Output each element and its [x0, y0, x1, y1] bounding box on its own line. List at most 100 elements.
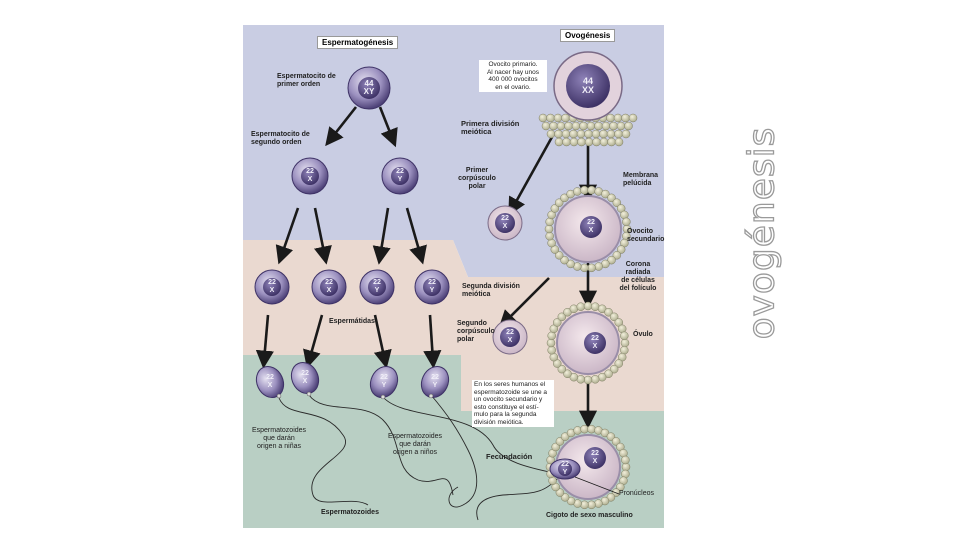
chrom-spermatid-3: 22 Y: [373, 279, 381, 294]
follicle-cell: [609, 121, 618, 131]
follicle-cell: [546, 129, 556, 139]
side-title-vertical: ovogénesis: [741, 108, 783, 358]
follicle-cell: [621, 129, 631, 139]
follicle-cell: [609, 312, 619, 322]
follicle-cell: [620, 331, 629, 341]
second-polar-body: [492, 319, 528, 355]
follicle-cell: [557, 312, 567, 322]
follicle-cell: [576, 302, 586, 311]
follicle-cell: [601, 189, 610, 199]
oogenesis-title: Ovogénesis: [560, 29, 616, 42]
follicle-cell: [569, 129, 578, 139]
follicle-cell: [591, 129, 601, 139]
follicle-cell: [607, 137, 616, 147]
secondary-spermatocyte: [291, 157, 329, 195]
follicle-cell: [587, 263, 596, 273]
label-corona-radiada: Corona radiada de células del folículo: [619, 261, 657, 292]
label-primera-division: Primera división meiótica: [461, 119, 520, 136]
label-segundo-orden: Espermatocito de segundo orden: [251, 131, 310, 146]
chrom-sperm-3: 22 Y: [380, 374, 388, 389]
label-ovulo: Óvulo: [633, 331, 653, 338]
follicle-cell: [538, 113, 548, 123]
follicle-cell: [599, 129, 608, 139]
follicle-cell: [584, 137, 594, 147]
zygote: [555, 434, 621, 500]
chrom-zygote-male: 22 Y: [561, 461, 569, 476]
follicle-cell: [564, 121, 573, 131]
spermatozoon-head: [255, 365, 285, 399]
chrom-spermatid-4: 22 Y: [428, 279, 436, 294]
follicle-cell: [614, 129, 623, 139]
spermatozoon-head: [369, 365, 399, 400]
follicle-cell: [609, 364, 619, 374]
follicle-cell: [546, 338, 556, 348]
follicle-cell: [628, 113, 638, 123]
chrom-first-polar: 22 X: [501, 215, 509, 230]
first-polar-body: [487, 205, 523, 241]
follicle-cell: [563, 369, 572, 379]
follicle-cell: [590, 375, 600, 384]
corona-ring: [546, 301, 630, 385]
follicle-cell: [594, 262, 603, 271]
follicle-cell: [624, 121, 633, 131]
label-primer-orden: Espermatocito de primer orden: [277, 73, 336, 88]
follicle-cell: [560, 255, 569, 265]
label-segundo-corpusculo: Segundo corpúsculo polar: [457, 320, 495, 343]
fertilizing-sperm: [549, 458, 581, 480]
side-title-text: ovogénesis: [741, 126, 783, 340]
label-pronucleos: Pronúcleos: [619, 490, 655, 497]
follicle-cell: [586, 121, 596, 131]
chrom-spermatid-1: 22 X: [268, 279, 276, 294]
chrom-primary-spermatocyte: 44 XY: [363, 79, 375, 96]
label-ovocito-primario: Ovocito primario. Al nacer hay unos 400 …: [479, 60, 547, 92]
follicle-cell: [549, 121, 558, 131]
chrom-sperm-1: 22 X: [266, 374, 274, 389]
follicle-cell: [579, 121, 588, 131]
follicle-cell: [577, 137, 586, 147]
follicle-cell: [621, 113, 630, 123]
follicle-cell: [606, 129, 616, 139]
follicle-cell: [554, 129, 563, 139]
sperm-tails: [278, 394, 564, 521]
follicle-cell: [620, 338, 630, 348]
pronucleos-pointer: [574, 476, 620, 495]
label-nota-fecundacion: En los seres humanos el espermatozoide s…: [472, 380, 554, 427]
follicle-cell: [584, 129, 593, 139]
follicle-cell: [592, 137, 601, 147]
chrom-zygote-female: 22 X: [591, 450, 599, 465]
follicle-cell: [614, 359, 624, 368]
follicle-cell: [607, 193, 616, 203]
follicle-cell: [541, 121, 551, 131]
follicle-cell: [561, 113, 570, 123]
label-ovocito-secundario: Ovocito secundario: [627, 228, 665, 243]
follicle-cell: [587, 424, 596, 434]
follicle-cell: [594, 121, 603, 131]
chrom-sperm-4: 22 Y: [431, 374, 439, 389]
chrom-secondary-x: 22 X: [306, 168, 314, 183]
follicle-cell: [554, 137, 564, 147]
follicle-cell: [587, 185, 596, 195]
follicle-cell: [573, 187, 582, 196]
label-segunda-division: Segunda división meiótica: [462, 283, 520, 298]
follicle-cell: [552, 318, 562, 327]
label-membrana-pelucida: Membrana pelúcida: [623, 172, 659, 187]
spermatozoon-head: [290, 361, 320, 397]
follicle-cell: [554, 251, 564, 260]
corona-ring: [544, 185, 632, 273]
chrom-ovum: 22 X: [591, 335, 599, 350]
arrows-spermato: [255, 106, 442, 369]
follicle-cell: [594, 499, 603, 508]
spermatid: [414, 269, 450, 305]
follicle-cell: [553, 113, 563, 123]
spermatid: [359, 269, 395, 305]
figure-canvas: [243, 25, 664, 528]
label-espermatozoides-ninos: Espermatozoides que darán origen a niños: [387, 433, 443, 456]
gametogenesis-figure: 44 XY 22 X 22 Y 22 X 22 X 22 Y 22 Y 22 X…: [243, 25, 664, 528]
follicle-cell: [622, 217, 631, 227]
ovum: [556, 311, 620, 375]
follicle-cell: [560, 193, 569, 203]
label-primer-corpusculo: Primer corpúsculo polar: [458, 167, 496, 190]
follicle-cell: [546, 113, 555, 123]
chrom-sperm-2: 22 X: [301, 370, 309, 385]
primary-spermatocyte: [347, 66, 391, 110]
